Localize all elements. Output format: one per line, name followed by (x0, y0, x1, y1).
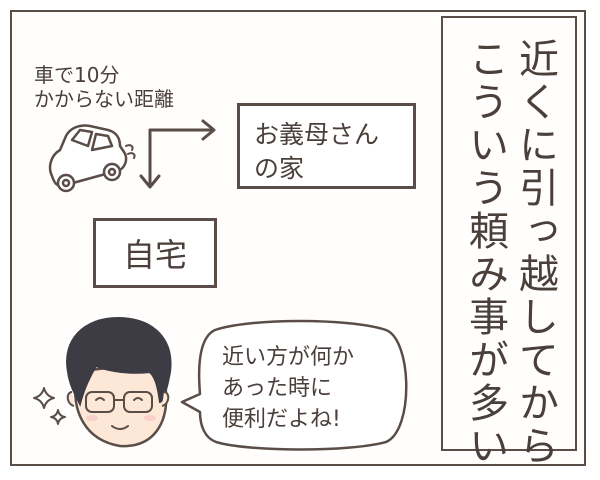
own-home-label: 自宅 (122, 236, 187, 274)
speech-bubble (180, 319, 408, 451)
own-home-box: 自宅 (93, 218, 217, 288)
speech-line-2: あった時に (222, 376, 333, 402)
caption-line-1: 近くに引っ越してから (512, 38, 558, 468)
speech-text: 近い方が何か あった時に 便利だよね! (222, 342, 354, 436)
speech-line-1: 近い方が何か (222, 345, 355, 370)
speech-line-3: 便利だよね! (222, 407, 341, 433)
mother-house-label-line-2: の家 (254, 153, 305, 183)
sparkle-icon (33, 387, 66, 425)
car-icon (48, 124, 136, 193)
mother-in-law-house-box: お義母さん の家 (237, 103, 416, 189)
direction-arrows (139, 119, 216, 189)
mother-house-label-line-1: お義母さん (254, 120, 380, 149)
caption-box: 近くに引っ越してから こういう頼み事が多い (441, 16, 577, 468)
husband-avatar (66, 316, 172, 448)
distance-label-line-2: かからない距離 (34, 87, 174, 111)
caption-line-2: こういう頼み事が多い (462, 38, 508, 468)
distance-label-line-1: 車で10分 (34, 63, 120, 87)
